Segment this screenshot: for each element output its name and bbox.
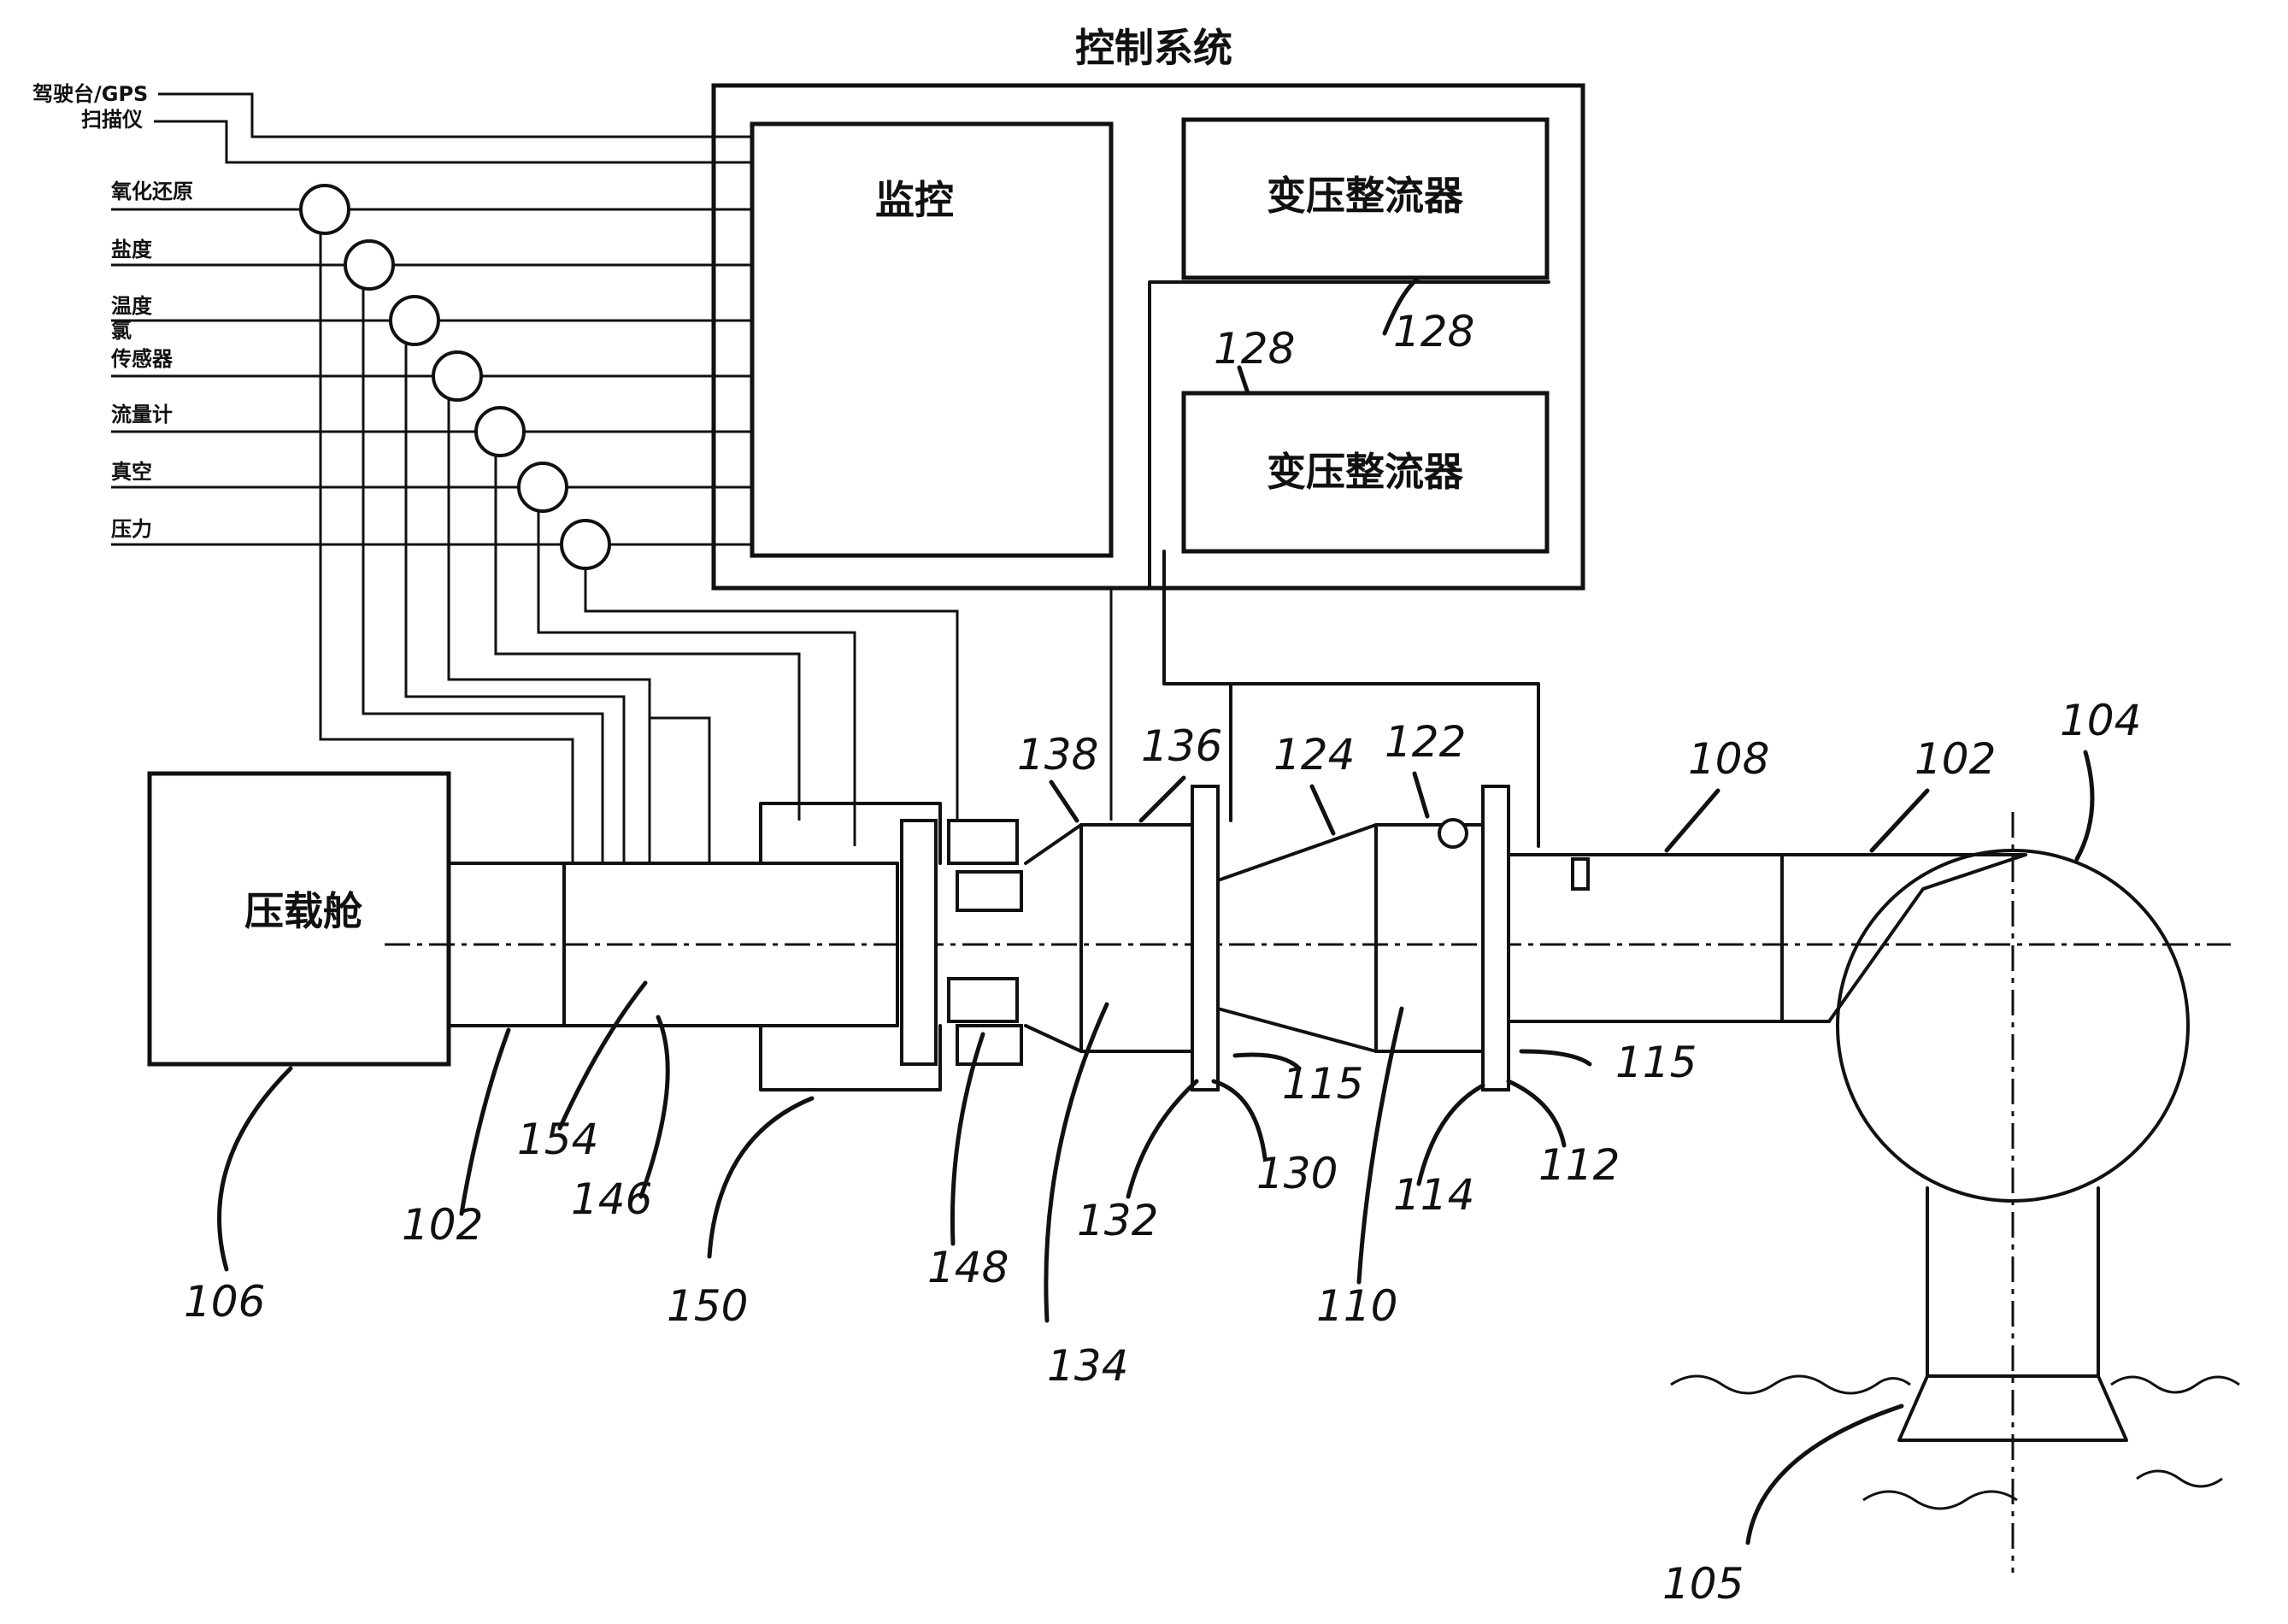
chlorine-sensor-icon [432,350,483,402]
cell-section-110 [1216,818,1485,1053]
ref-102-right: 102 [1915,734,1996,784]
ref-122: 122 [1385,717,1466,767]
sensor-label-sensor: 传感器 [110,347,174,371]
flange-130 [1191,785,1220,1091]
ref-115-b: 115 [1615,1038,1697,1087]
input-scanner-label: 扫描仪 [81,108,144,132]
rectifier-power-line [1162,550,1540,848]
sensor-label-vacuum: 真空 [111,460,152,484]
sensor-label-flowmeter: 流量计 [111,403,173,427]
leader-lines [217,275,2095,1545]
ref-104: 104 [2060,696,2141,745]
input-console-gps-label: 驾驶台/GPS [32,82,148,106]
flange-left [900,819,938,1066]
sensor-label-salinity: 盐度 [111,238,153,262]
rectifier-top-box [1181,117,1550,280]
ref-124: 124 [1273,730,1355,780]
ref-110: 110 [1316,1281,1397,1331]
ref-132: 132 [1077,1196,1158,1245]
electrode-blocks [947,819,1023,1066]
rectifier-top-label: 变压整流器 [1267,173,1464,219]
ref-150: 150 [667,1281,748,1331]
ref-148: 148 [927,1243,1009,1292]
ballast-tank-box [147,771,451,1067]
ref-128-b: 128 [1214,324,1295,374]
salinity-sensor-icon [344,239,395,291]
ref-134: 134 [1047,1341,1128,1391]
ref-105: 105 [1662,1559,1744,1609]
monitor-box [750,121,1114,558]
ref-146: 146 [571,1174,652,1224]
reference-numerals: 104 108 102 138 136 124 122 128 128 115 … [184,307,2141,1609]
rectifier-bottom-label: 变压整流器 [1267,449,1464,495]
ref-128-a: 128 [1393,307,1474,356]
ref-108: 108 [1688,734,1769,784]
ref-138: 138 [1017,730,1098,780]
ref-114: 114 [1393,1170,1474,1220]
pressure-sensor-icon [560,519,611,570]
water-waves [1670,1374,2240,1510]
bypass-loop-top [759,802,942,865]
monitor-label: 监控 [875,177,954,223]
redox-sensor-icon [299,184,350,235]
sensor-label-redox: 氧化还原 [111,179,193,203]
ref-102-left: 102 [402,1200,483,1250]
rectifier-bottom-box [1181,391,1550,554]
ballast-tank-label: 压载舱 [244,888,362,934]
scanner-line [154,120,752,164]
sensor-label-temperature: 温度 [111,294,153,318]
sensor-drop-lines [319,233,959,863]
sensor-signal-lines [111,208,752,546]
main-pipe-right [1507,853,2027,1023]
pump-volute-line [1827,853,2027,1023]
vacuum-sensor-icon [517,462,568,513]
sensor-label-chlorine: 氯 [111,319,132,343]
bypass-loop-bottom [759,1024,942,1091]
ref-154: 154 [517,1115,598,1164]
console-gps-line [158,92,752,138]
control-system-title: 控制系统 [1075,25,1232,71]
sea-chest [1897,1186,2128,1442]
cell-section-132 [1024,823,1194,1053]
flowmeter-sensor-icon [474,406,526,457]
ref-112: 112 [1538,1140,1620,1190]
ref-106: 106 [184,1277,265,1327]
ref-130: 130 [1256,1149,1338,1198]
ref-115-a: 115 [1282,1059,1363,1109]
ref-136: 136 [1141,721,1222,771]
sensor-label-pressure: 压力 [111,517,152,541]
port-122-icon [1438,818,1468,849]
flange-112 [1481,785,1510,1091]
pipe-sensor-lines [650,716,711,863]
sensor-circles [299,184,611,570]
temperature-sensor-icon [389,295,440,346]
